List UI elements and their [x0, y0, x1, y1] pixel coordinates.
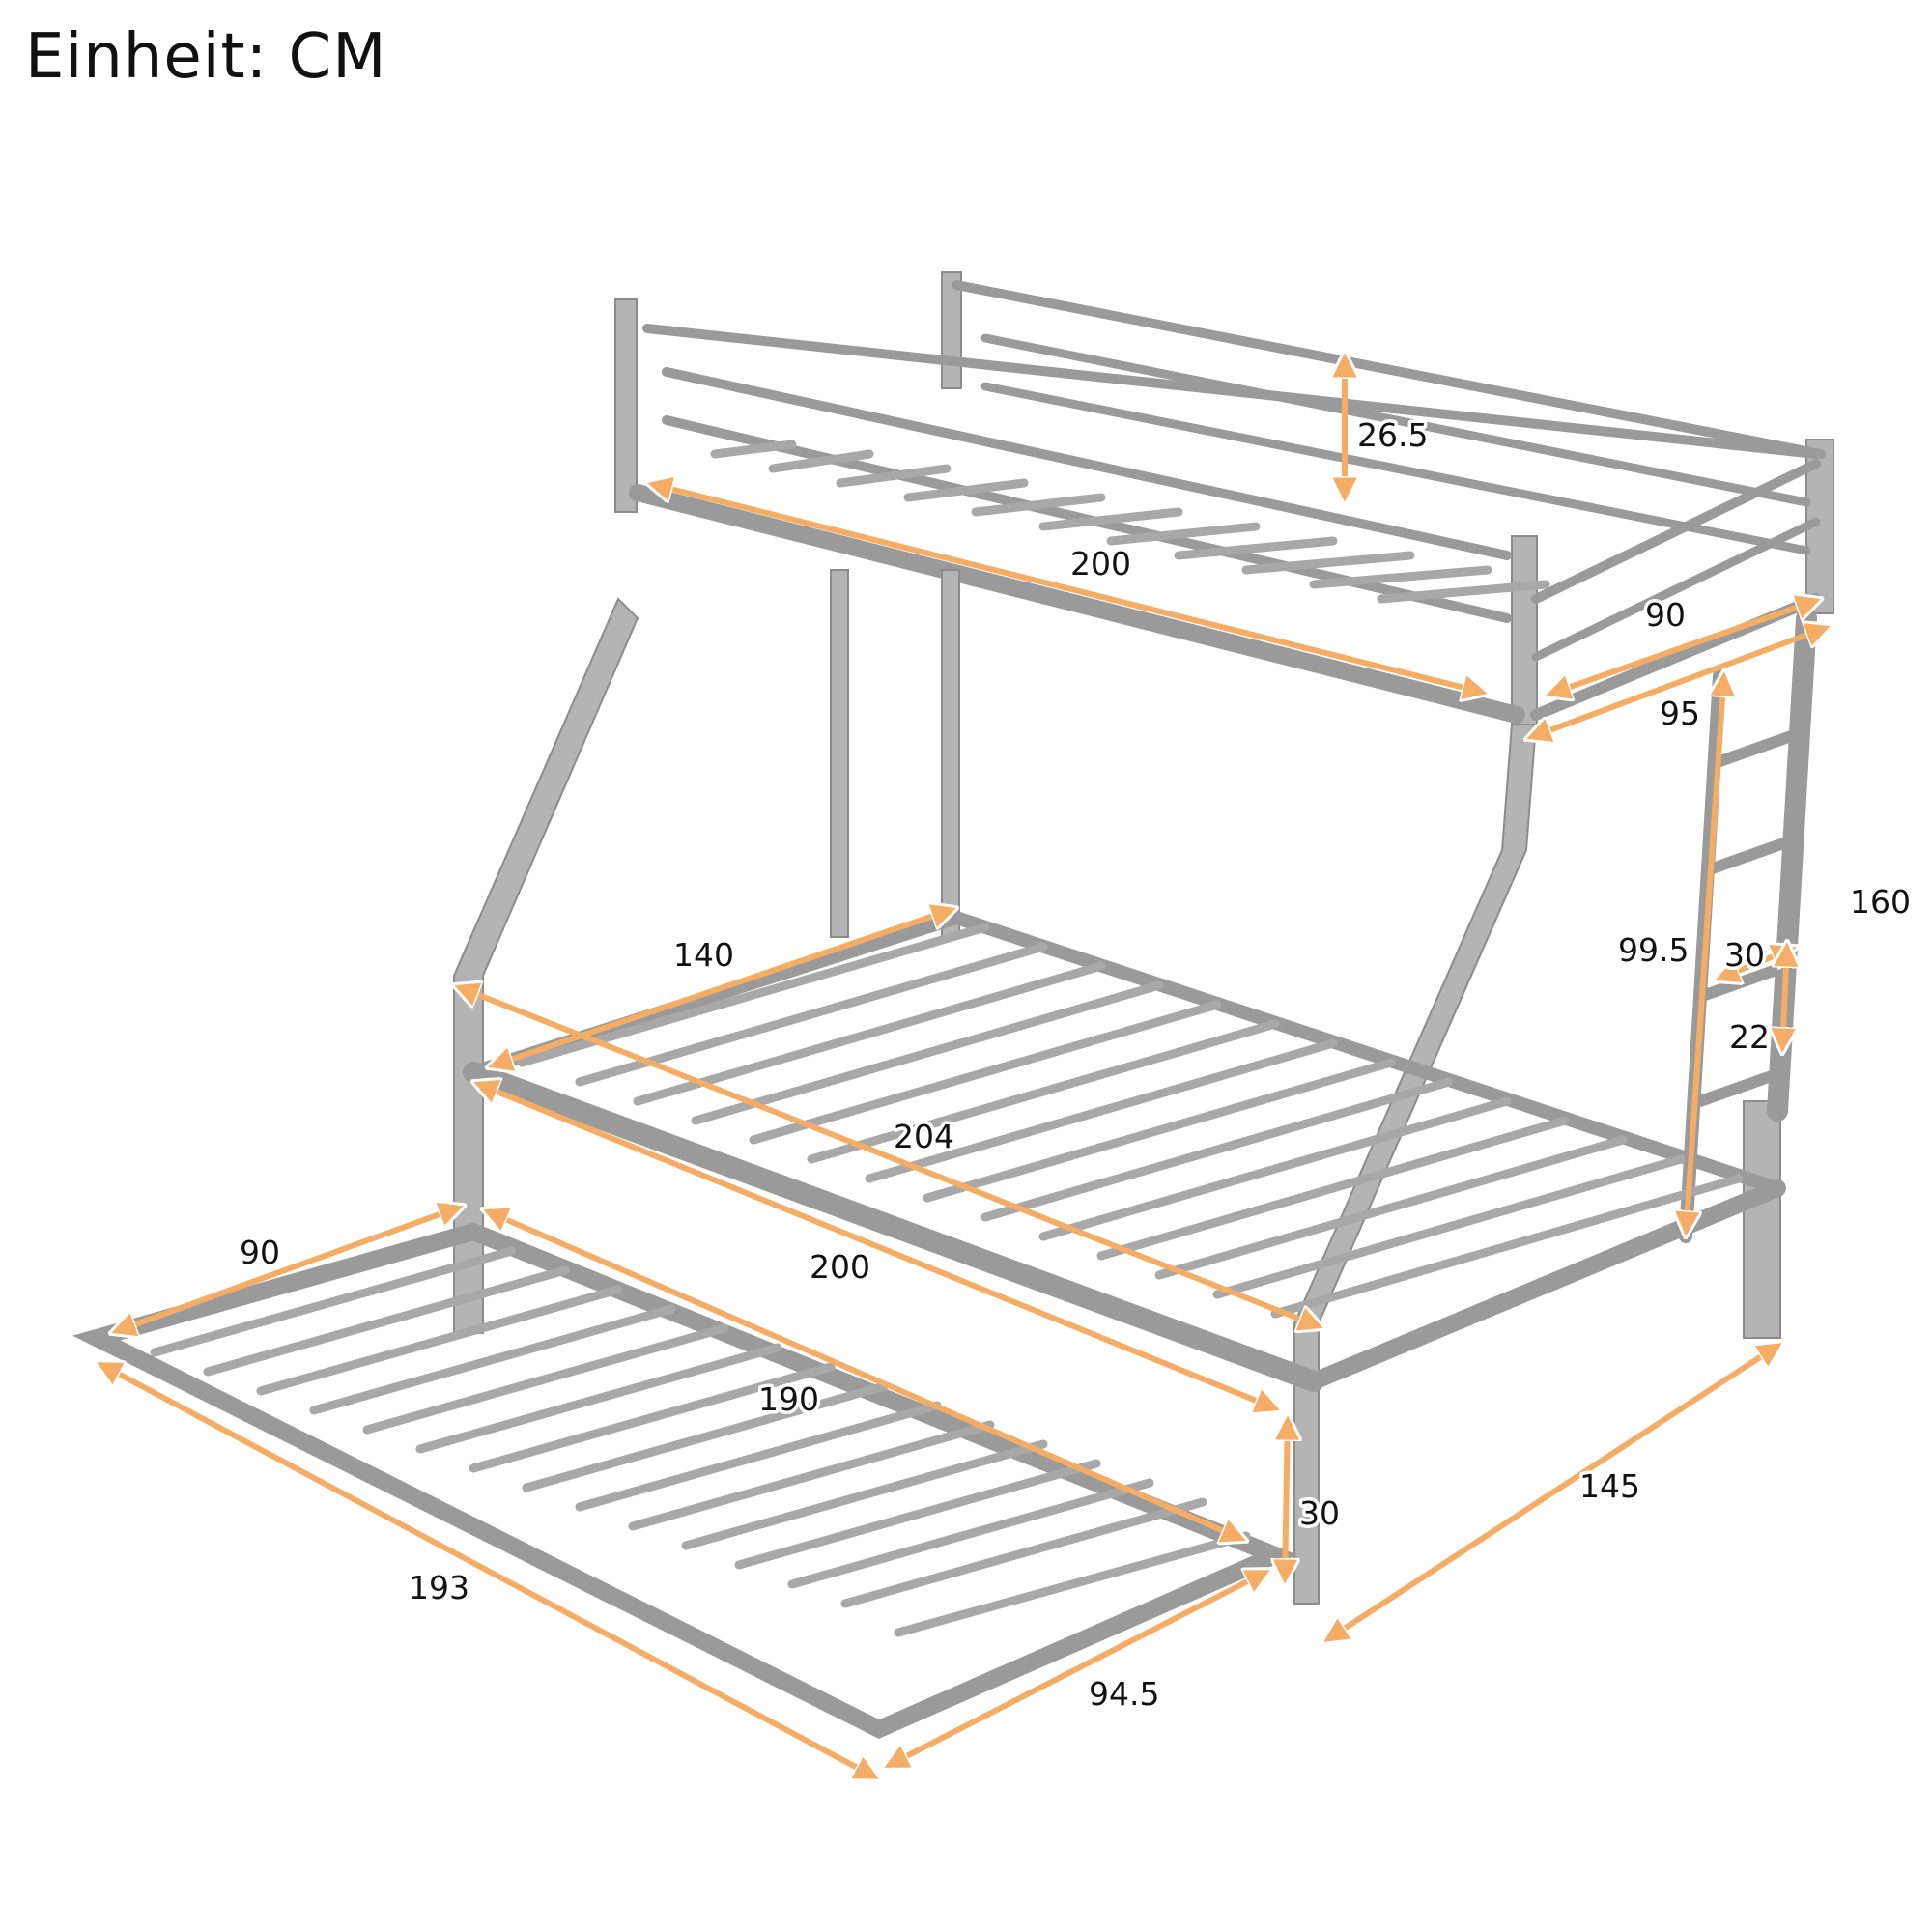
dim-arrow-30-clearance: [1285, 1415, 1288, 1584]
label-bottom-bunk-length: 200: [810, 1248, 870, 1286]
dimension-labels: 26.5 200 90 95 160 99.5 30 22 140 204 20…: [237, 413, 1915, 1717]
top-right-front-post: [1511, 535, 1538, 730]
bottom-bunk-slats: [517, 923, 1744, 1319]
unit-title: Einheit: CM: [25, 21, 387, 93]
dim-arrow-145: [1323, 1343, 1782, 1642]
label-ladder-step-width: 30: [1724, 936, 1765, 974]
label-bottom-bunk-outer-length: 204: [894, 1118, 954, 1155]
back-ladder-rail: [830, 569, 849, 938]
label-trundle-length: 190: [758, 1380, 819, 1418]
label-lower-clearance: 30: [1299, 1494, 1340, 1532]
label-overall-height: 160: [1850, 883, 1911, 921]
dim-arrow-22: [1782, 942, 1787, 1053]
bottom-right-back-leg: [1743, 1100, 1781, 1339]
label-overall-depth: 145: [1579, 1467, 1640, 1505]
dimension-arrows: [97, 353, 1831, 1779]
label-ladder-step-spacing: 22: [1729, 1018, 1770, 1056]
label-ladder-height: 99.5: [1618, 931, 1689, 969]
dim-arrow-193: [97, 1362, 879, 1779]
label-top-rail-height: 26.5: [1357, 416, 1428, 454]
label-bottom-bunk-width: 140: [673, 936, 734, 974]
label-top-bunk-length: 200: [1070, 545, 1131, 582]
label-trundle-outer-length: 193: [409, 1569, 469, 1606]
back-ladder-rail-2: [941, 569, 960, 938]
top-left-back-post: [614, 298, 638, 513]
dim-arrow-99-5: [1686, 671, 1724, 1236]
label-trundle-outer-width: 94.5: [1089, 1675, 1159, 1713]
dim-arrow-94-5: [884, 1570, 1270, 1768]
label-top-bunk-inner-width: 90: [1645, 596, 1686, 634]
label-trundle-width: 90: [240, 1234, 280, 1271]
dim-arrow-90-trundle: [111, 1206, 464, 1333]
dim-arrow-200-top: [647, 483, 1488, 694]
label-top-bunk-outer-width: 95: [1660, 695, 1700, 732]
